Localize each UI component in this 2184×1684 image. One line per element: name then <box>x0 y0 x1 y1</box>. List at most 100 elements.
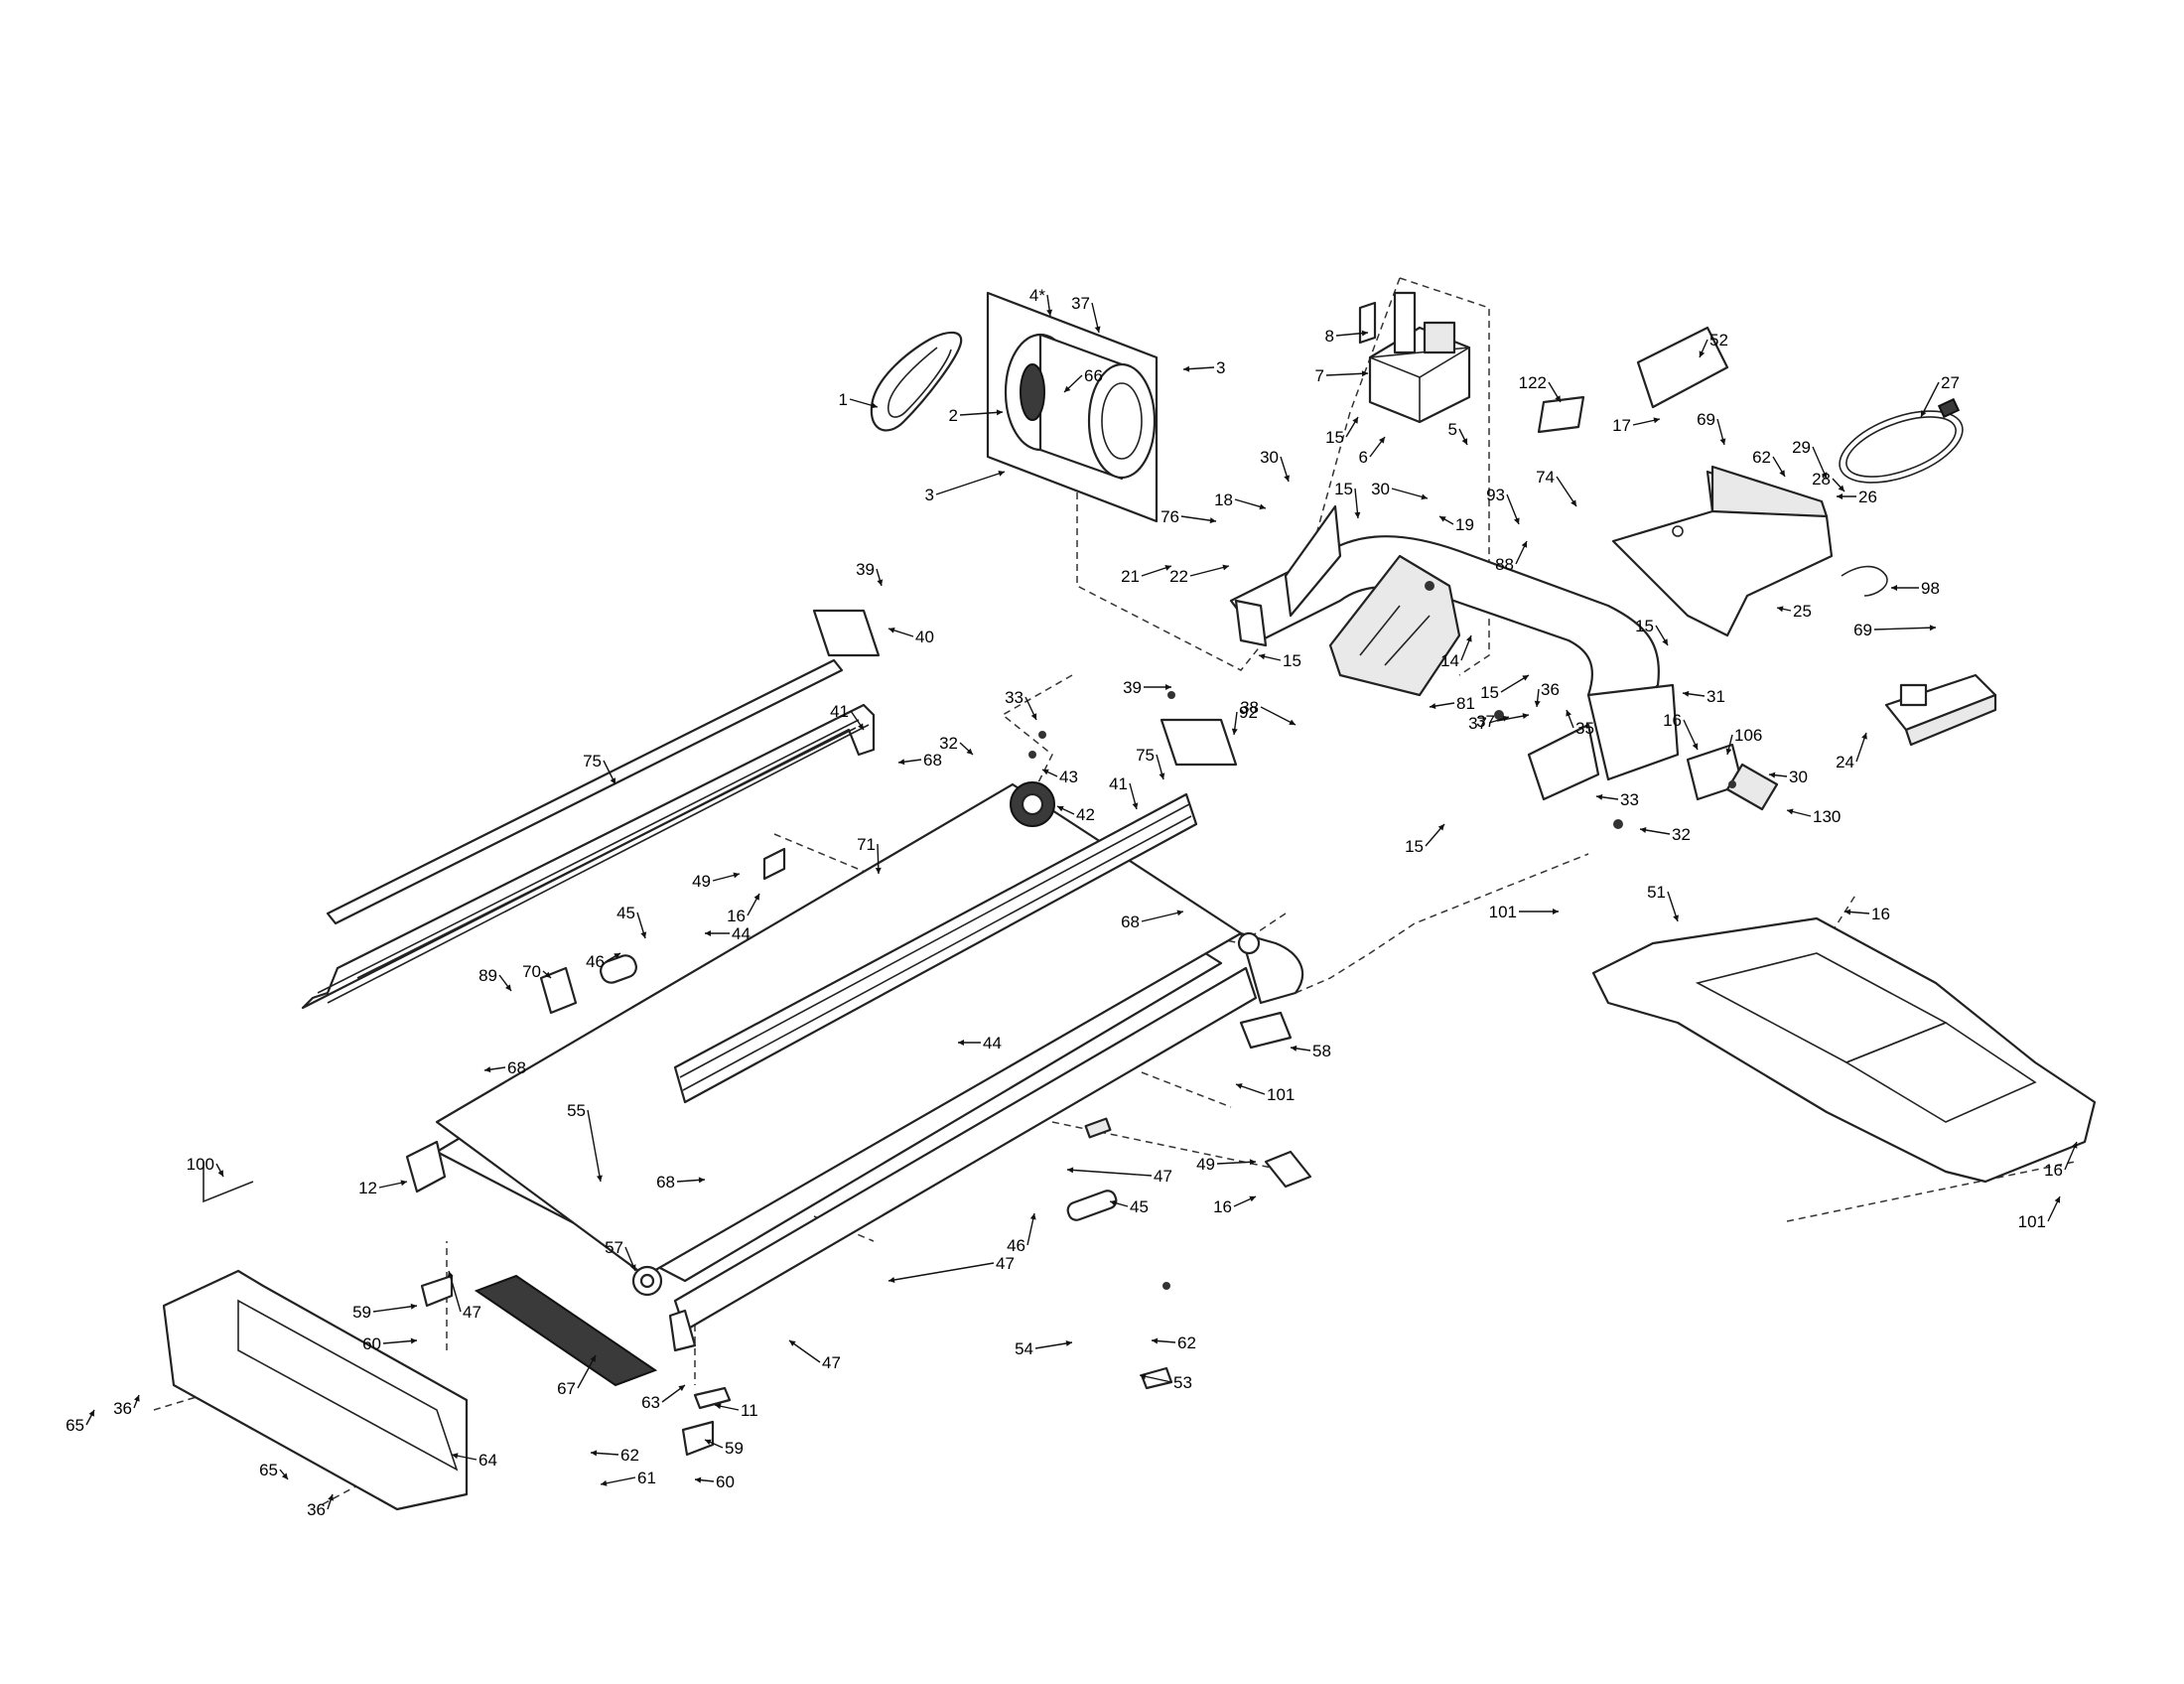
callout-74: 74 <box>1536 468 1577 507</box>
callout-49: 49 <box>692 872 741 891</box>
callout-arrowhead <box>1064 385 1071 392</box>
callout-leader <box>1034 1341 1073 1349</box>
callout-41: 41 <box>830 702 865 731</box>
callout-label: 15 <box>1325 428 1344 447</box>
callout-59: 59 <box>704 1439 744 1458</box>
callout-arrowhead <box>733 872 740 879</box>
decal-122 <box>1537 395 1585 434</box>
callout-label: 130 <box>1813 807 1841 826</box>
callout-leader <box>1556 476 1577 507</box>
callout-label: 32 <box>1672 825 1691 844</box>
callout-arrowhead <box>1361 370 1368 377</box>
callout-label: 101 <box>2018 1212 2046 1231</box>
callout-label: 15 <box>1283 651 1301 670</box>
upright-frame <box>1229 504 1680 801</box>
callout-label: 47 <box>1154 1167 1172 1186</box>
callout-arrowhead <box>888 1277 895 1283</box>
callout-arrowhead <box>1769 772 1776 778</box>
callout-arrowhead <box>1249 1159 1256 1166</box>
callout-arrowhead <box>2071 1142 2078 1149</box>
clip-70 <box>539 966 578 1015</box>
callout-label: 12 <box>358 1179 377 1197</box>
callout-30: 30 <box>1371 480 1429 500</box>
callout-label: 70 <box>522 962 541 981</box>
callout-label: 53 <box>1173 1373 1192 1392</box>
callout-16: 16 <box>1213 1195 1257 1216</box>
front-hood-64 <box>162 1269 469 1511</box>
callout-label: 32 <box>939 734 958 753</box>
callout-arrowhead <box>1929 625 1936 632</box>
callout-57: 57 <box>605 1238 636 1272</box>
callout-31: 31 <box>1682 687 1725 706</box>
callout-label: 64 <box>478 1451 497 1470</box>
callout-label: 88 <box>1495 555 1514 574</box>
callout-label: 59 <box>725 1439 744 1458</box>
callout-arrowhead <box>1838 485 1844 491</box>
callout-38: 38 <box>1240 698 1297 726</box>
callout-arrowhead <box>1662 638 1668 645</box>
frame-tube-end-left <box>1234 599 1268 647</box>
callout-label: 62 <box>620 1446 639 1465</box>
callout-arrowhead <box>447 1271 454 1278</box>
callout-label: 16 <box>727 907 746 925</box>
callout-arrowhead <box>1291 1045 1297 1052</box>
callout-leader <box>887 1262 995 1282</box>
callout-1: 1 <box>839 390 879 409</box>
callout-leader <box>577 1354 597 1389</box>
callout-label: 100 <box>187 1155 214 1174</box>
callout-label: 6 <box>1359 448 1368 467</box>
callout-label: 49 <box>1196 1155 1215 1174</box>
sensor-8 <box>1358 301 1377 345</box>
callout-59: 59 <box>352 1303 418 1322</box>
callout-arrowhead <box>610 777 615 784</box>
callout-19: 19 <box>1438 515 1474 534</box>
callout-arrowhead <box>1921 410 1927 417</box>
callout-arrowhead <box>1502 715 1509 722</box>
callout-62: 62 <box>1151 1333 1196 1352</box>
callout-51: 51 <box>1647 883 1679 922</box>
callout-69: 69 <box>1697 410 1726 446</box>
callout-arrowhead <box>1065 1339 1072 1346</box>
callout-arrowhead <box>1787 808 1794 815</box>
callout-arrowhead <box>705 930 711 936</box>
callout-71: 71 <box>857 835 882 875</box>
callout-14: 14 <box>1440 634 1472 670</box>
callout-arrowhead <box>1513 517 1520 524</box>
callout-label: 60 <box>362 1334 381 1353</box>
callout-label: 66 <box>1084 366 1103 385</box>
bumper <box>1084 1117 1112 1139</box>
callout-64: 64 <box>451 1451 497 1470</box>
callout-32: 32 <box>1639 825 1691 844</box>
callout-label: 14 <box>1440 651 1459 670</box>
callout-label: 57 <box>605 1238 623 1257</box>
callout-98: 98 <box>1891 579 1940 598</box>
callout-58: 58 <box>1290 1042 1331 1060</box>
callout-label: 19 <box>1455 515 1474 534</box>
callout-44: 44 <box>705 924 751 943</box>
callout-label: 45 <box>1130 1197 1149 1216</box>
callout-15: 15 <box>1334 480 1361 519</box>
callout-label: 101 <box>1489 903 1517 921</box>
callout-70: 70 <box>522 962 552 981</box>
callout-arrowhead <box>410 1337 417 1344</box>
callout-arrowhead <box>217 1170 223 1177</box>
callout-27: 27 <box>1920 373 1960 418</box>
frame-bracket-left <box>1284 504 1342 618</box>
callout-label: 41 <box>1109 774 1128 793</box>
callout-leader <box>1066 1169 1153 1177</box>
callout-arrowhead <box>601 1479 608 1486</box>
callout-arrowhead <box>1522 675 1529 681</box>
callout-label: 2 <box>949 406 958 425</box>
callout-leader <box>788 1339 821 1363</box>
callout-26: 26 <box>1837 488 1877 506</box>
callout-arrowhead <box>1566 710 1571 717</box>
callout-arrowhead <box>1352 417 1358 424</box>
callout-arrowhead <box>1284 475 1291 482</box>
callout-label: 37 <box>1476 712 1495 731</box>
electronics-tray-25 <box>1611 465 1834 637</box>
callout-60: 60 <box>362 1334 418 1353</box>
callout-label: 44 <box>732 924 751 943</box>
callout-arrowhead <box>1521 541 1528 548</box>
callout-label: 24 <box>1836 753 1854 772</box>
callout-22: 22 <box>1169 564 1230 586</box>
